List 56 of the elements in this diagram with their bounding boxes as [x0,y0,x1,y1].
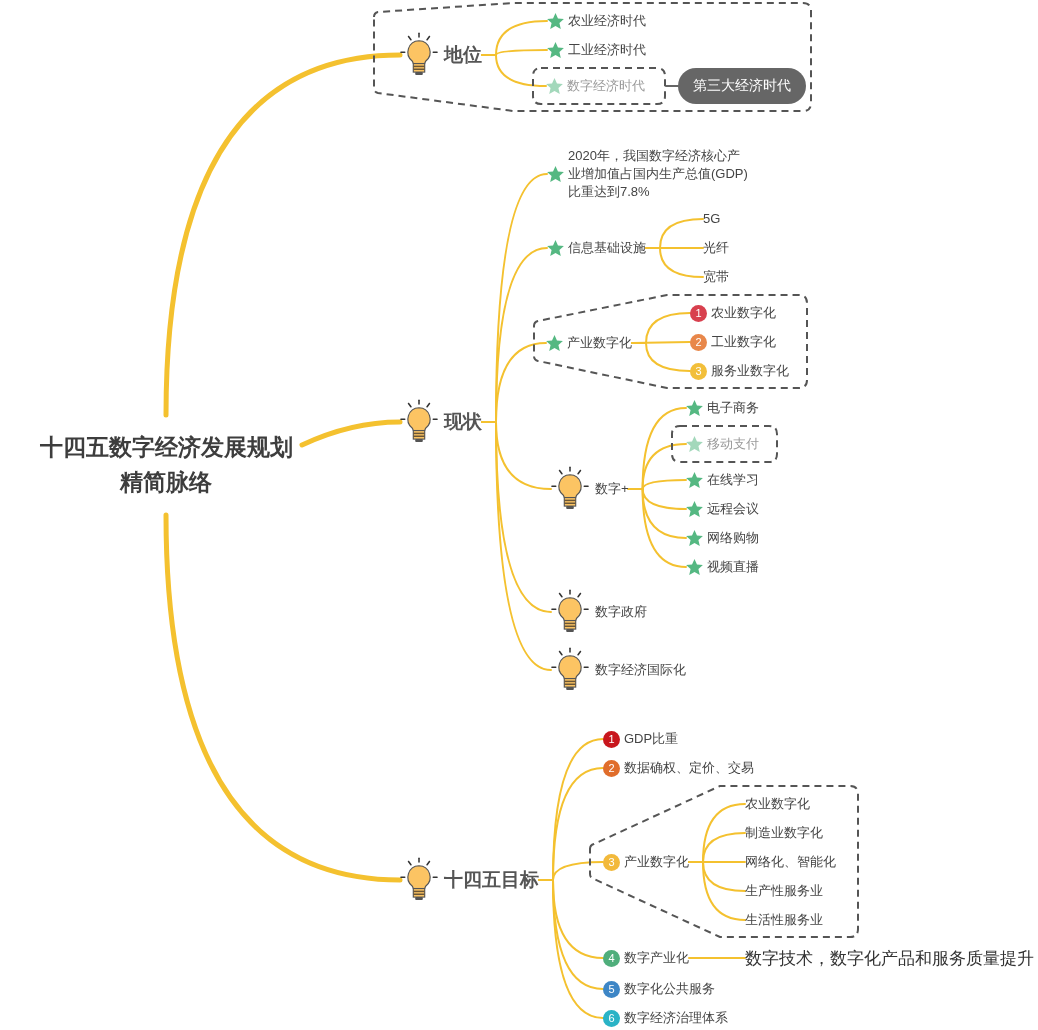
subtopic-label: 5G [703,210,721,228]
number-marker: 6 [603,1009,620,1027]
subtopic-label: 网络购物 [707,529,759,547]
subtopic-label: 移动支付 [707,435,759,453]
number-marker: 3 [690,362,707,380]
callout-bubble: 第三大经济时代 [678,68,806,104]
subtopic-label: 光纤 [703,239,729,257]
topic-label: 地位 [444,42,482,67]
branch-line [631,342,691,372]
number-marker: 3 [603,853,620,871]
subtopic-label: 电子商务 [707,399,759,417]
subtopic-label: 数字经济时代 [567,77,645,95]
subtopic-label: 信息基础设施 [568,239,646,257]
topic-label: 数字政府 [595,603,647,622]
subtopic-label: 2020年，我国数字经济核心产业增加值占国内生产总值(GDP)比重达到7.8% [568,147,749,201]
subtopic-label: 工业经济时代 [568,41,646,59]
branch-line [688,957,746,959]
number-marker: 1 [690,304,707,322]
subtopic-label: 产业数字化 [624,853,689,871]
subtopic-label: 农业经济时代 [568,12,646,30]
branch-line [665,85,679,87]
number-marker: 5 [603,980,620,998]
subtopic-label: 产业数字化 [567,334,632,352]
topic-label: 现状 [444,409,482,434]
topic-label: 数字经济国际化 [595,661,686,680]
subtopic-label: 在线学习 [707,471,759,489]
subtopic-label: 服务业数字化 [711,362,789,380]
subtopic-label: 数字产业化 [624,949,689,967]
number-marker: 2 [603,759,620,777]
branch-line [627,488,687,568]
subtopic-label: 网络化、智能化 [745,853,836,871]
subtopic-label: 视频直播 [707,558,759,576]
number-marker: 2 [690,333,707,351]
subtopic-label: 制造业数字化 [745,824,823,842]
subtopic-label: 宽带 [703,268,729,286]
branch-line [645,247,704,278]
subtopic-label: 农业数字化 [711,304,776,322]
subtopic-label: 数据确权、定价、交易 [624,759,754,777]
subtopic-label: GDP比重 [624,730,679,748]
central-topic: 十四五数字经济发展规划精简脉络 [38,433,294,497]
subtopic-label: 工业数字化 [711,333,776,351]
branch-line [481,54,547,87]
subtopic-label: 数字化公共服务 [624,980,715,998]
subtopic-label: 生活性服务业 [745,911,823,929]
subtopic-label: 数字技术，数字化产品和服务质量提升 [745,948,1034,969]
topic-label: 十四五目标 [444,867,539,892]
subtopic-label: 生产性服务业 [745,882,823,900]
subtopic-label: 农业数字化 [745,795,810,813]
branch-line [299,419,403,448]
branch-line [163,512,403,883]
topic-label: 数字+ [595,480,629,499]
number-marker: 1 [603,730,620,748]
subtopic-label: 数字经济治理体系 [624,1009,728,1027]
subtopic-label: 远程会议 [707,500,759,518]
branch-line [163,52,403,418]
number-marker: 4 [603,949,620,967]
